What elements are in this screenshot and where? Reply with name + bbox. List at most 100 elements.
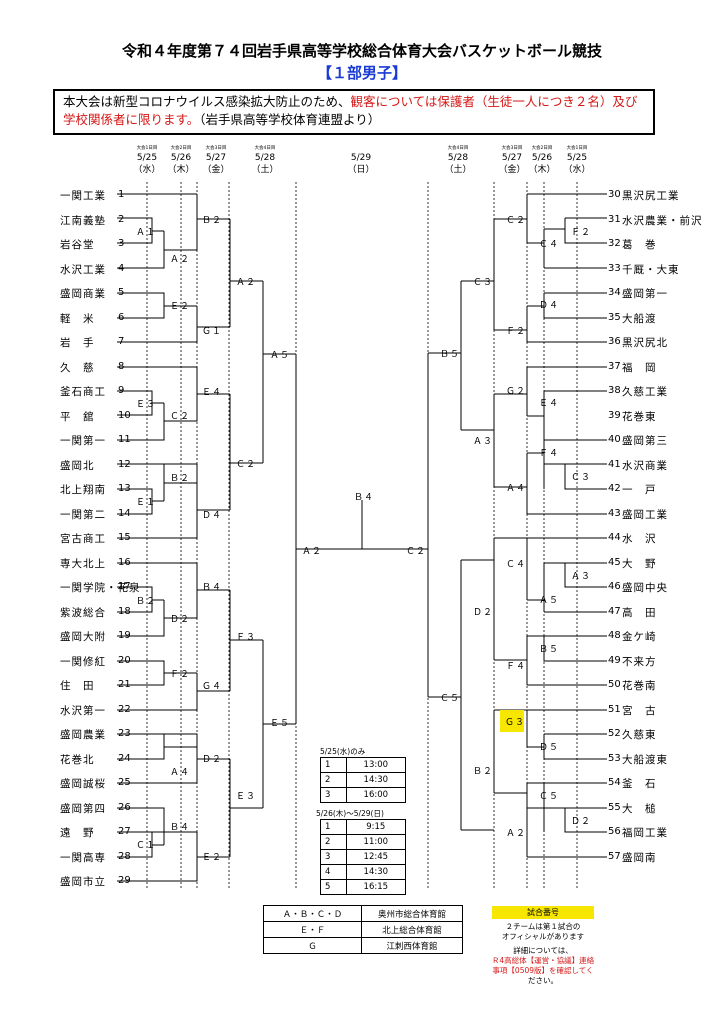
game-label: Ｅ４ (539, 399, 560, 409)
team-name: 高 田 (622, 606, 657, 619)
round-label: 大会1日目 (136, 146, 158, 151)
legend-line: ださい。 (528, 976, 558, 985)
legend-text: ２チームは第１試合の オフィシャルがあります 詳細については、 Ｒ4高総体【運営… (478, 922, 608, 986)
game-label: Ｄ５ (539, 743, 560, 753)
team-name: 一関第二 (60, 508, 106, 521)
round-date: 5/25 (136, 153, 158, 163)
team-number: 54 (608, 777, 621, 788)
game-label: Ａ２ (236, 278, 257, 288)
team-name: 一関第一 (60, 435, 106, 447)
team-number: 2 (118, 213, 125, 225)
team-name: 一関高専 (60, 851, 106, 864)
team-number: 40 (608, 434, 621, 445)
team-name: 花巻北 (60, 753, 95, 766)
round-label: 大会2日目 (531, 146, 553, 151)
team-name: 盛岡中央 (622, 582, 668, 594)
team-number: 57 (608, 850, 621, 862)
game-label: Ｃ５ (539, 792, 560, 802)
notice-source: （岩手県高等学校体育連盟より） (199, 112, 381, 127)
page-title: 令和４年度第７４回岩手県高等学校総合体育大会バスケットボール競技 (121, 42, 602, 60)
game-label: Ｃ２ (236, 460, 257, 470)
game-label: Ｅ２ (202, 853, 223, 863)
team-name: 宮 古 (622, 704, 657, 717)
notice-box: 本大会は新型コロナウイルス感染拡大防止のため、観客については保護者（生徒一人につ… (53, 89, 655, 135)
team-name: 水沢農業・前沢 (622, 214, 703, 227)
team-number: 28 (118, 850, 131, 862)
team-name: 盛岡南 (622, 851, 657, 864)
game-label: Ｃ１ (136, 841, 157, 851)
game-time: 14:30 (345, 864, 407, 880)
game-label: Ａ２ (506, 829, 527, 839)
team-number: 6 (118, 311, 125, 323)
team-name: 盛岡農業 (60, 729, 106, 741)
notice-text: 本大会は新型コロナウイルス感染拡大防止のため、 (63, 94, 351, 109)
round-day: （金） (202, 165, 230, 175)
schedule-title-0526: 5/26(木)～5/29(日) (316, 809, 384, 818)
game-label: Ｂ４ (202, 583, 223, 593)
game-label: Ａ４ (170, 768, 191, 778)
venue-courts: Ｅ・Ｆ (263, 921, 362, 938)
legend-line: ２チームは第１試合の (505, 922, 581, 931)
game-label: Ｃ４ (539, 240, 560, 250)
team-number: 41 (608, 458, 621, 470)
venue-name: 江刺西体育館 (361, 937, 463, 954)
team-number: 14 (118, 507, 131, 519)
team-number: 32 (608, 238, 621, 249)
game-label: Ａ３ (571, 572, 592, 582)
legend-title: 試合番号 (492, 906, 594, 919)
team-number: 22 (118, 703, 131, 715)
game-label: Ａ１ (136, 228, 157, 238)
game-time: 16:15 (345, 879, 407, 895)
game-label: Ｅ４ (202, 388, 223, 398)
team-name: 岩 手 (60, 337, 95, 349)
team-number: 38 (608, 385, 621, 396)
team-number: 37 (608, 360, 621, 372)
game-label: Ｂ２ (473, 767, 494, 777)
team-name: 水沢商業 (622, 459, 668, 472)
team-name: 盛岡第四 (60, 802, 106, 815)
game-label: Ｃ２ (170, 412, 191, 422)
game-label: Ｆ２ (571, 228, 592, 238)
game-label: Ａ５ (539, 596, 560, 606)
team-name: 黒沢尻北 (622, 337, 668, 349)
team-number: 46 (608, 581, 621, 592)
game-label: Ｃ５ (440, 694, 461, 704)
team-number: 8 (118, 360, 125, 372)
game-no: 3 (320, 849, 347, 865)
team-name: 水沢第一 (60, 704, 106, 717)
team-name: 久慈工業 (622, 386, 668, 398)
game-label: Ｅ２ (170, 302, 191, 312)
round-date: 5/26 (531, 153, 553, 163)
game-label: Ｂ２ (136, 597, 157, 607)
round-date: 5/27 (205, 153, 227, 163)
game-time: 12:45 (345, 849, 407, 865)
team-name: 盛岡大附 (60, 631, 106, 643)
team-name: 盛岡工業 (622, 508, 668, 521)
venue-name: 北上総合体育館 (361, 921, 463, 938)
game-label: Ｄ２ (571, 817, 592, 827)
page-subtitle: 【１部男子】 (316, 64, 407, 82)
team-name: 福 岡 (622, 361, 657, 374)
game-no: 1 (320, 757, 347, 773)
game-no: 5 (320, 879, 347, 895)
game-label: Ｃ２ (506, 216, 527, 226)
team-name: 大船渡東 (622, 753, 668, 766)
round-date: 5/28 (447, 153, 469, 163)
team-number: 42 (608, 483, 621, 494)
round-label: 大会3日目 (205, 146, 227, 151)
team-name: 水沢工業 (60, 263, 106, 276)
game-label: Ａ２ (302, 547, 323, 557)
team-name: 盛岡第一 (622, 288, 668, 300)
team-number: 31 (608, 213, 621, 225)
team-number: 47 (608, 605, 621, 617)
game-label: Ｂ５ (440, 350, 461, 360)
game-label: Ｆ４ (506, 662, 527, 672)
team-number: 44 (608, 532, 621, 543)
team-number: 30 (608, 189, 621, 200)
game-label: Ｄ４ (539, 301, 560, 311)
team-number: 35 (608, 311, 621, 323)
team-name: 金ケ崎 (622, 631, 657, 643)
